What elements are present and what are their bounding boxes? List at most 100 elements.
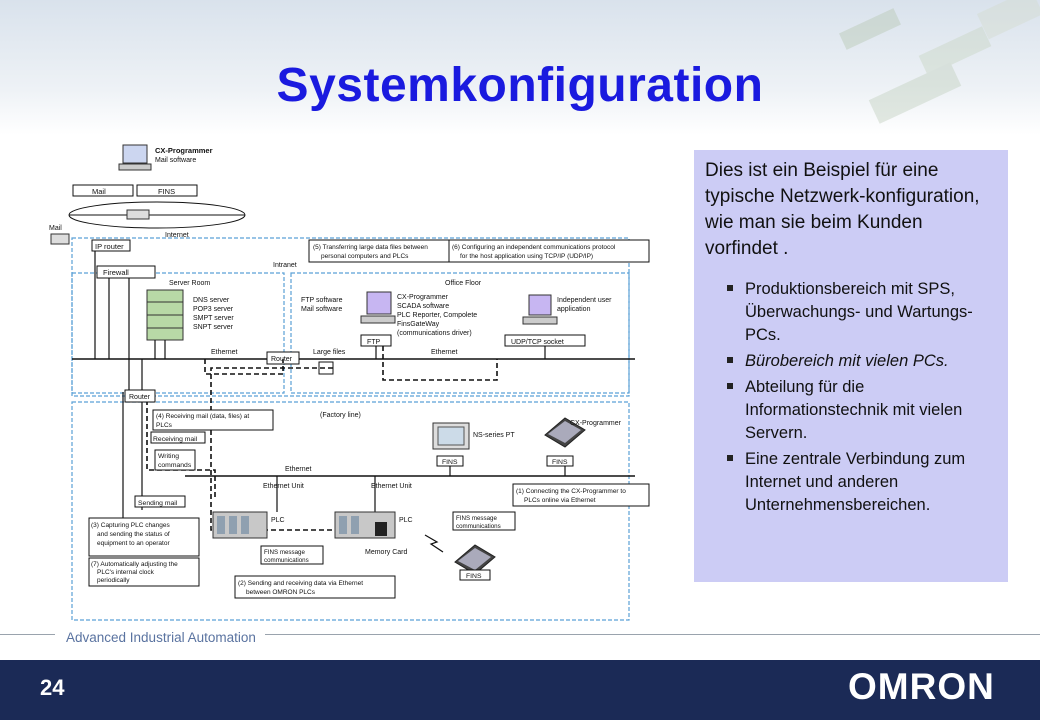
note7a: (7) Automatically adjusting the: [91, 561, 178, 568]
info-bullets: Produktionsbereich mit SPS, Überwachungs…: [705, 278, 996, 517]
indep-1: Independent user: [557, 297, 612, 304]
note6-box: [448, 239, 650, 263]
ns-pt-label: NS-series PT: [473, 432, 515, 439]
note6a: (6) Configuring an independent communica…: [452, 244, 616, 251]
ethernet-label-3: Ethernet: [285, 466, 312, 473]
note7b: PLC's internal clock: [97, 569, 155, 576]
note6b: for the host application using TCP/IP (U…: [460, 253, 593, 260]
note2-box: [234, 575, 396, 599]
fins-box-bottom: [459, 569, 491, 581]
cx-factory-label: CX-Programmer: [570, 420, 622, 427]
ftp-software: FTP software: [301, 297, 343, 304]
note2a: (2) Sending and receiving data via Ether…: [238, 580, 363, 587]
independent-computer-icon: [522, 294, 558, 325]
note7-box: [88, 557, 200, 587]
office-floor-label: Office Floor: [445, 280, 482, 287]
server-1: DNS server: [193, 297, 230, 304]
ethernet-label-2: Ethernet: [431, 349, 458, 356]
firewall-box: [96, 265, 156, 279]
firewall-label: Firewall: [103, 268, 129, 277]
network-diagram: CX-Programmer Mail software Mail FINS In…: [45, 140, 660, 628]
note1a: (1) Connecting the CX-Programmer to: [516, 488, 626, 495]
bottom-bar: [0, 660, 1040, 720]
writing-box: [154, 449, 196, 471]
note3c: equipment to an operator: [97, 540, 170, 547]
intranet-label: Intranet: [273, 262, 297, 269]
writing-2: commands: [158, 462, 192, 469]
cx-top-sub: Mail software: [155, 157, 196, 164]
fins-msg-box-right: [452, 511, 516, 531]
router-box-2: [124, 389, 156, 403]
background-decoration: [839, 0, 1040, 124]
server-4: SNPT server: [193, 324, 234, 331]
note3a: (3) Capturing PLC changes: [91, 522, 171, 529]
mail-box: [72, 184, 134, 197]
bullet-square-icon: [727, 455, 733, 461]
plc-left-label: PLC: [271, 517, 285, 524]
footer-divider-right: [265, 634, 1040, 635]
ethernet-label-1: Ethernet: [211, 349, 238, 356]
bullet-item: Abteilung für die Informationstechnik mi…: [705, 376, 996, 445]
bullet-square-icon: [727, 383, 733, 389]
ip-router-label: IP router: [95, 242, 124, 251]
factory-line-label: (Factory line): [320, 412, 361, 419]
receiving-mail-label: Receiving mail: [153, 436, 198, 443]
memory-card-label: Memory Card: [365, 549, 408, 556]
note5a: (5) Transferring large data files betwee…: [313, 244, 428, 251]
cx-office-3: PLC Reporter, Compolete: [397, 312, 477, 319]
server-rack-icon: [146, 289, 184, 341]
mail-label: Mail: [92, 187, 106, 196]
note2b: between OMRON PLCs: [246, 589, 316, 596]
bullet-item: Produktionsbereich mit SPS, Überwachungs…: [705, 278, 996, 347]
top-computer-icon: [118, 144, 152, 171]
cx-office-4: FinsGateWay: [397, 321, 440, 328]
office-computer-icon: [360, 291, 396, 324]
fins-label-pt: FINS: [442, 459, 458, 466]
server-2: POP3 server: [193, 306, 234, 313]
cx-top-title: CX-Programmer: [155, 146, 213, 155]
ftp-label: FTP: [367, 339, 381, 346]
mail-device-icon: [50, 233, 70, 245]
fins-msg-box-left: [260, 545, 324, 565]
note1-box: [512, 483, 650, 507]
indep-2: application: [557, 306, 591, 313]
plc-right-label: PLC: [399, 517, 413, 524]
plc-right-icon: [334, 511, 396, 539]
info-box: Dies ist ein Beispiel für eine typische …: [694, 150, 1008, 582]
bullet-square-icon: [727, 357, 733, 363]
plc-left-icon: [212, 511, 268, 539]
router-label-1: Router: [271, 356, 293, 363]
fins-label: FINS: [158, 187, 175, 196]
fins-box-laptop: [546, 455, 574, 467]
cx-office-1: CX-Programmer: [397, 294, 449, 301]
bullet-item: Eine zentrale Verbindung zum Internet un…: [705, 448, 996, 517]
note3-box: [88, 517, 200, 557]
note3b: and sending the status of: [97, 531, 170, 538]
fins-msg-l1: FINS message: [264, 549, 305, 556]
note7c: periodically: [97, 577, 130, 584]
connectors: [94, 251, 546, 520]
fins-label-laptop: FINS: [552, 459, 568, 466]
note4a: (4) Receiving mail (data, files) at: [156, 413, 249, 420]
mail-left-label: Mail: [49, 225, 62, 232]
writing-1: Writing: [158, 453, 179, 460]
fins-label-bottom: FINS: [466, 573, 482, 580]
udp-label: UDP/TCP socket: [511, 339, 564, 346]
ethernet-unit-2: Ethernet Unit: [371, 483, 412, 490]
sending-mail-label: Sending mail: [138, 500, 178, 507]
receiving-mail-box: [150, 431, 206, 444]
note4b: PLCs: [156, 422, 173, 429]
ns-pt-icon: [432, 422, 470, 450]
server-3: SMPT server: [193, 315, 234, 322]
sending-mail-box: [134, 495, 186, 508]
fins-msg-r1: FINS message: [456, 515, 497, 522]
fins-box: [136, 184, 198, 197]
fins-msg-r2: communications: [456, 523, 501, 530]
bullet-square-icon: [727, 285, 733, 291]
server-room-label: Server Room: [169, 280, 210, 287]
fins-msg-l2: communications: [264, 557, 309, 564]
router-icon: [126, 209, 150, 220]
ethernet-unit-1: Ethernet Unit: [263, 483, 304, 490]
large-files-label: Large files: [313, 349, 346, 356]
